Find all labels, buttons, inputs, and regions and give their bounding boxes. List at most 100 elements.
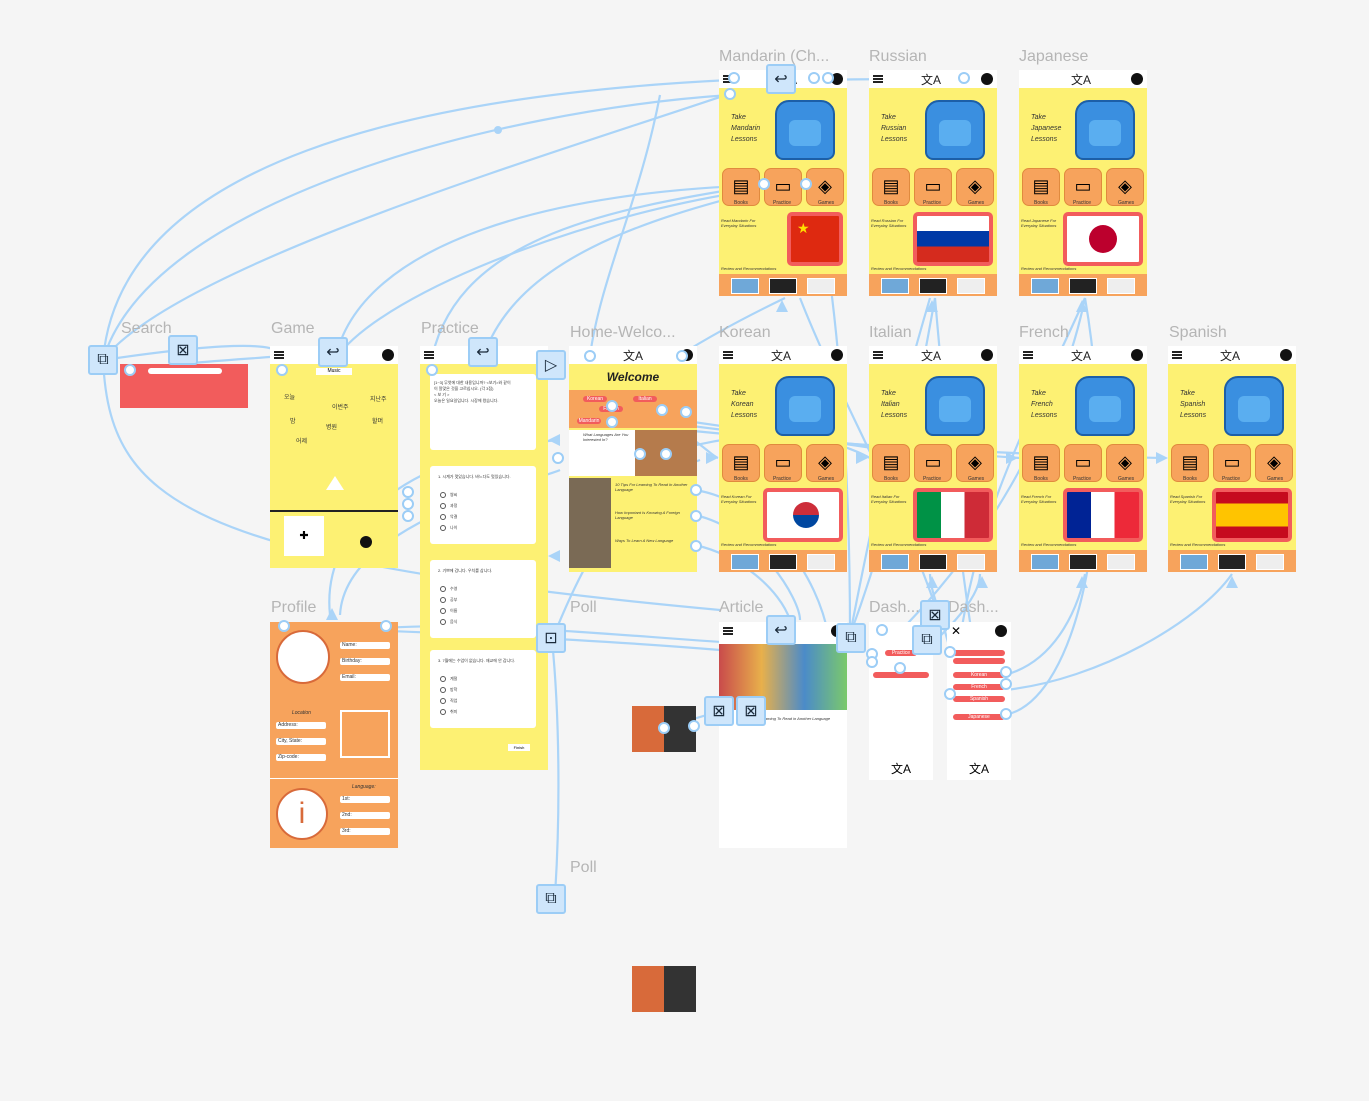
email-field[interactable]: Email: xyxy=(340,674,390,681)
connection-node[interactable] xyxy=(680,406,692,418)
frame-game[interactable]: Music 오늘 이번주 지난주 밤 할머 병원 어제 ✚ xyxy=(270,346,398,568)
japanese-button[interactable]: Japanese xyxy=(953,714,1005,720)
translate-icon[interactable]: 文A xyxy=(1071,349,1092,363)
practice-icon[interactable]: ▭ xyxy=(764,444,802,482)
radio-option[interactable] xyxy=(440,619,446,625)
account-icon[interactable] xyxy=(981,73,993,85)
connection-node[interactable] xyxy=(276,364,288,376)
connection-node[interactable] xyxy=(1000,678,1012,690)
radio-option[interactable] xyxy=(440,687,446,693)
city-state-field[interactable]: City, State: xyxy=(276,738,326,745)
radio-option[interactable] xyxy=(440,597,446,603)
search-input[interactable] xyxy=(148,368,222,374)
account-icon[interactable] xyxy=(831,349,843,361)
connection-node[interactable] xyxy=(758,178,770,190)
gamepad-icon[interactable]: ◈ xyxy=(956,168,994,206)
french-button[interactable]: French xyxy=(953,684,1005,690)
pill-korean[interactable]: Korean xyxy=(583,396,607,402)
connection-node[interactable] xyxy=(866,656,878,668)
practice-icon[interactable]: ▭ xyxy=(914,168,952,206)
books-icon[interactable]: ▤ xyxy=(872,168,910,206)
back-icon[interactable]: ↩ xyxy=(318,337,348,367)
connection-node[interactable] xyxy=(380,620,392,632)
radio-option[interactable] xyxy=(440,492,446,498)
account-icon[interactable] xyxy=(981,349,993,361)
hamburger-icon[interactable] xyxy=(1172,351,1182,359)
game-word[interactable]: 병원 xyxy=(326,425,338,431)
hamburger-icon[interactable] xyxy=(723,351,733,359)
radio-option[interactable] xyxy=(440,608,446,614)
address-field[interactable]: Address: xyxy=(276,722,326,729)
close-icon[interactable]: ⊠ xyxy=(168,335,198,365)
game-word[interactable]: 할머 xyxy=(372,419,384,425)
practice-icon[interactable]: ▭ xyxy=(764,168,802,206)
play-icon[interactable]: ▷ xyxy=(536,350,566,380)
korean-button[interactable]: Korean xyxy=(953,672,1005,678)
radio-option[interactable] xyxy=(440,586,446,592)
gamepad-icon[interactable]: ◈ xyxy=(956,444,994,482)
connection-node[interactable] xyxy=(676,350,688,362)
gamepad-icon[interactable]: ◈ xyxy=(1255,444,1293,482)
connection-node[interactable] xyxy=(634,448,646,460)
game-word[interactable]: 어제 xyxy=(296,439,308,445)
connection-node[interactable] xyxy=(552,452,564,464)
books-icon[interactable]: ▤ xyxy=(722,444,760,482)
game-word[interactable]: 밤 xyxy=(290,419,296,425)
frame-search[interactable] xyxy=(120,364,248,408)
translate-icon[interactable]: 文A xyxy=(969,762,990,776)
article-link[interactable]: Ways To Learn A New Language xyxy=(615,538,674,543)
hamburger-icon[interactable] xyxy=(873,351,883,359)
connection-node[interactable] xyxy=(402,510,414,522)
device-icon[interactable]: ⧉ xyxy=(912,625,942,655)
spanish-button[interactable]: Spanish xyxy=(953,696,1005,702)
close-icon[interactable]: ✕ xyxy=(951,624,962,638)
connection-node[interactable] xyxy=(584,350,596,362)
game-word[interactable]: 지난주 xyxy=(370,397,387,403)
dash-button[interactable] xyxy=(953,650,1005,656)
action-button[interactable] xyxy=(360,536,372,548)
frame-home-welcome[interactable]: 文A Welcome Korean Italian French Mandari… xyxy=(569,346,697,572)
hamburger-icon[interactable] xyxy=(274,351,284,359)
connection-node[interactable] xyxy=(822,72,834,84)
zip-code-field[interactable]: Zip-code: xyxy=(276,754,326,761)
connection-node[interactable] xyxy=(606,416,618,428)
connection-node[interactable] xyxy=(876,624,888,636)
connection-node[interactable] xyxy=(606,400,618,412)
name-field[interactable]: Name: xyxy=(340,642,390,649)
radio-option[interactable] xyxy=(440,514,446,520)
connection-node[interactable] xyxy=(958,72,970,84)
connection-node[interactable] xyxy=(728,72,740,84)
practice-icon[interactable]: ▭ xyxy=(1064,444,1102,482)
radio-option[interactable] xyxy=(440,709,446,715)
frame-article[interactable]: 10 Tips For Learning To Read in Another … xyxy=(719,622,847,848)
account-icon[interactable] xyxy=(1131,73,1143,85)
practice-icon[interactable]: ▭ xyxy=(1064,168,1102,206)
connection-node[interactable] xyxy=(688,720,700,732)
hamburger-icon[interactable] xyxy=(424,351,434,359)
back-icon[interactable]: ↩ xyxy=(766,615,796,645)
connection-node[interactable] xyxy=(658,722,670,734)
practice-icon[interactable]: ▭ xyxy=(914,444,952,482)
practice-icon[interactable]: ▭ xyxy=(1213,444,1251,482)
connection-node[interactable] xyxy=(944,646,956,658)
connection-node[interactable] xyxy=(894,662,906,674)
gamepad-icon[interactable]: ◈ xyxy=(1106,444,1144,482)
account-icon[interactable] xyxy=(1280,349,1292,361)
tab-music[interactable]: Music xyxy=(316,368,352,375)
back-icon[interactable]: ↩ xyxy=(766,64,796,94)
hamburger-icon[interactable] xyxy=(873,75,883,83)
gamepad-icon[interactable]: ◈ xyxy=(1106,168,1144,206)
connection-node[interactable] xyxy=(1000,666,1012,678)
radio-option[interactable] xyxy=(440,525,446,531)
image-thumbnail[interactable] xyxy=(632,966,696,1012)
books-icon[interactable]: ▤ xyxy=(1022,444,1060,482)
connection-node[interactable] xyxy=(690,540,702,552)
frame-dash-2[interactable]: ✕ Korean French Spanish Japanese 文A xyxy=(947,622,1011,780)
translate-icon[interactable]: 文A xyxy=(921,73,942,87)
connection-node[interactable] xyxy=(402,486,414,498)
